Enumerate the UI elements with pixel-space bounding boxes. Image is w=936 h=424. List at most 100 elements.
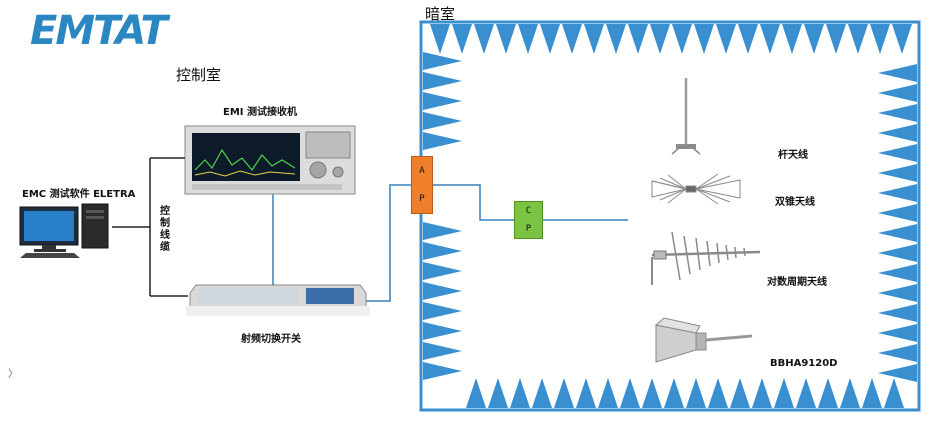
absorber-cone: [878, 104, 917, 122]
absorber-cone: [510, 378, 530, 408]
absorber-cone: [878, 204, 917, 222]
log-periodic-antenna-label: 对数周期天线: [767, 277, 827, 288]
control-cable-label: 控制线缆: [160, 206, 170, 253]
rf-wire-ap-cp: [433, 184, 514, 221]
emi-receiver-device: [184, 125, 356, 195]
absorber-cone: [423, 322, 462, 340]
cp-coupler-box: C P: [514, 201, 543, 239]
horn-antenna: [654, 317, 753, 363]
biconical-antenna: [651, 173, 741, 205]
absorber-cone: [730, 378, 750, 408]
rod-antenna: [671, 78, 701, 155]
absorber-cone: [518, 24, 538, 54]
ap-amplifier-box: A P: [411, 156, 433, 214]
absorber-cone: [878, 264, 917, 282]
absorber-cone: [452, 24, 472, 54]
absorber-cone: [554, 378, 574, 408]
absorber-cone: [878, 284, 917, 302]
absorber-cone: [496, 24, 516, 54]
absorber-cone: [878, 244, 917, 262]
absorber-cone: [848, 24, 868, 54]
absorber-cone: [774, 378, 794, 408]
absorber-cone: [423, 262, 462, 280]
rf-wire-switch-ap: [366, 184, 411, 302]
log-periodic-antenna: [651, 231, 761, 285]
absorber-cone: [562, 24, 582, 54]
horn-antenna-label: BBHA9120D: [770, 358, 838, 369]
absorber-cone: [878, 64, 917, 82]
ap-box-letter-bottom: P: [419, 194, 425, 204]
absorber-cone: [423, 342, 462, 360]
emc-software-label: EMC 测试软件 ELETRA: [22, 189, 136, 200]
absorber-cone: [878, 364, 917, 382]
absorber-cone: [708, 378, 728, 408]
absorber-cone: [878, 144, 917, 162]
absorber-cone: [423, 282, 462, 300]
absorber-cone: [423, 132, 462, 150]
computer-device: [19, 203, 109, 258]
absorber-cone: [430, 24, 450, 54]
absorber-cone: [878, 224, 917, 242]
absorber-cone: [694, 24, 714, 54]
absorber-cone: [716, 24, 736, 54]
absorber-cone: [878, 304, 917, 322]
absorber-cone: [474, 24, 494, 54]
absorber-cone: [423, 302, 462, 320]
absorber-cone: [423, 72, 462, 90]
absorber-cone: [423, 112, 462, 130]
absorber-cone: [892, 24, 912, 54]
absorber-cone: [606, 24, 626, 54]
absorber-cone: [878, 324, 917, 342]
absorber-cone: [423, 222, 462, 240]
absorber-cone: [423, 362, 462, 380]
absorber-cone: [576, 378, 596, 408]
absorber-cone: [540, 24, 560, 54]
rf-switch-device: [186, 284, 370, 316]
rod-antenna-label: 杆天线: [778, 150, 808, 161]
control-room-label: 控制室: [176, 66, 222, 84]
absorber-cones: [423, 24, 917, 408]
absorber-cone: [650, 24, 670, 54]
absorber-cone: [686, 378, 706, 408]
absorber-cone: [752, 378, 772, 408]
absorber-cone: [760, 24, 780, 54]
absorber-cone: [642, 378, 662, 408]
absorber-cone: [423, 52, 462, 70]
absorber-cone: [840, 378, 860, 408]
absorber-cone: [804, 24, 824, 54]
absorber-cone: [796, 378, 816, 408]
absorber-cone: [870, 24, 890, 54]
absorber-cone: [878, 124, 917, 142]
absorber-cone: [862, 378, 882, 408]
absorber-cone: [628, 24, 648, 54]
absorber-cone: [532, 378, 552, 408]
absorber-cone: [664, 378, 684, 408]
absorber-cone: [818, 378, 838, 408]
absorber-cone: [878, 84, 917, 102]
absorber-cone: [826, 24, 846, 54]
biconical-antenna-label: 双锥天线: [775, 197, 815, 208]
chevron-right-icon: 〉: [8, 369, 18, 380]
absorber-cone: [423, 242, 462, 260]
absorber-cone: [488, 378, 508, 408]
absorber-cone: [672, 24, 692, 54]
absorber-cone: [423, 92, 462, 110]
absorber-cone: [878, 164, 917, 182]
absorber-cone: [738, 24, 758, 54]
absorber-cone: [878, 344, 917, 362]
rf-switch-label: 射频切换开关: [241, 334, 301, 345]
emi-receiver-label: EMI 测试接收机: [223, 107, 297, 118]
absorber-cone: [584, 24, 604, 54]
absorber-cone: [620, 378, 640, 408]
absorber-cone: [878, 184, 917, 202]
ap-box-letter-top: A: [419, 166, 425, 176]
emtat-logo: EMTAT: [30, 8, 168, 54]
absorber-cone: [598, 378, 618, 408]
cp-box-letter-bottom: P: [525, 224, 532, 234]
absorber-cone: [884, 378, 904, 408]
cp-box-letter-top: C: [525, 206, 532, 216]
absorber-cone: [466, 378, 486, 408]
anechoic-chamber-label: 暗室: [425, 5, 456, 23]
absorber-cone: [782, 24, 802, 54]
